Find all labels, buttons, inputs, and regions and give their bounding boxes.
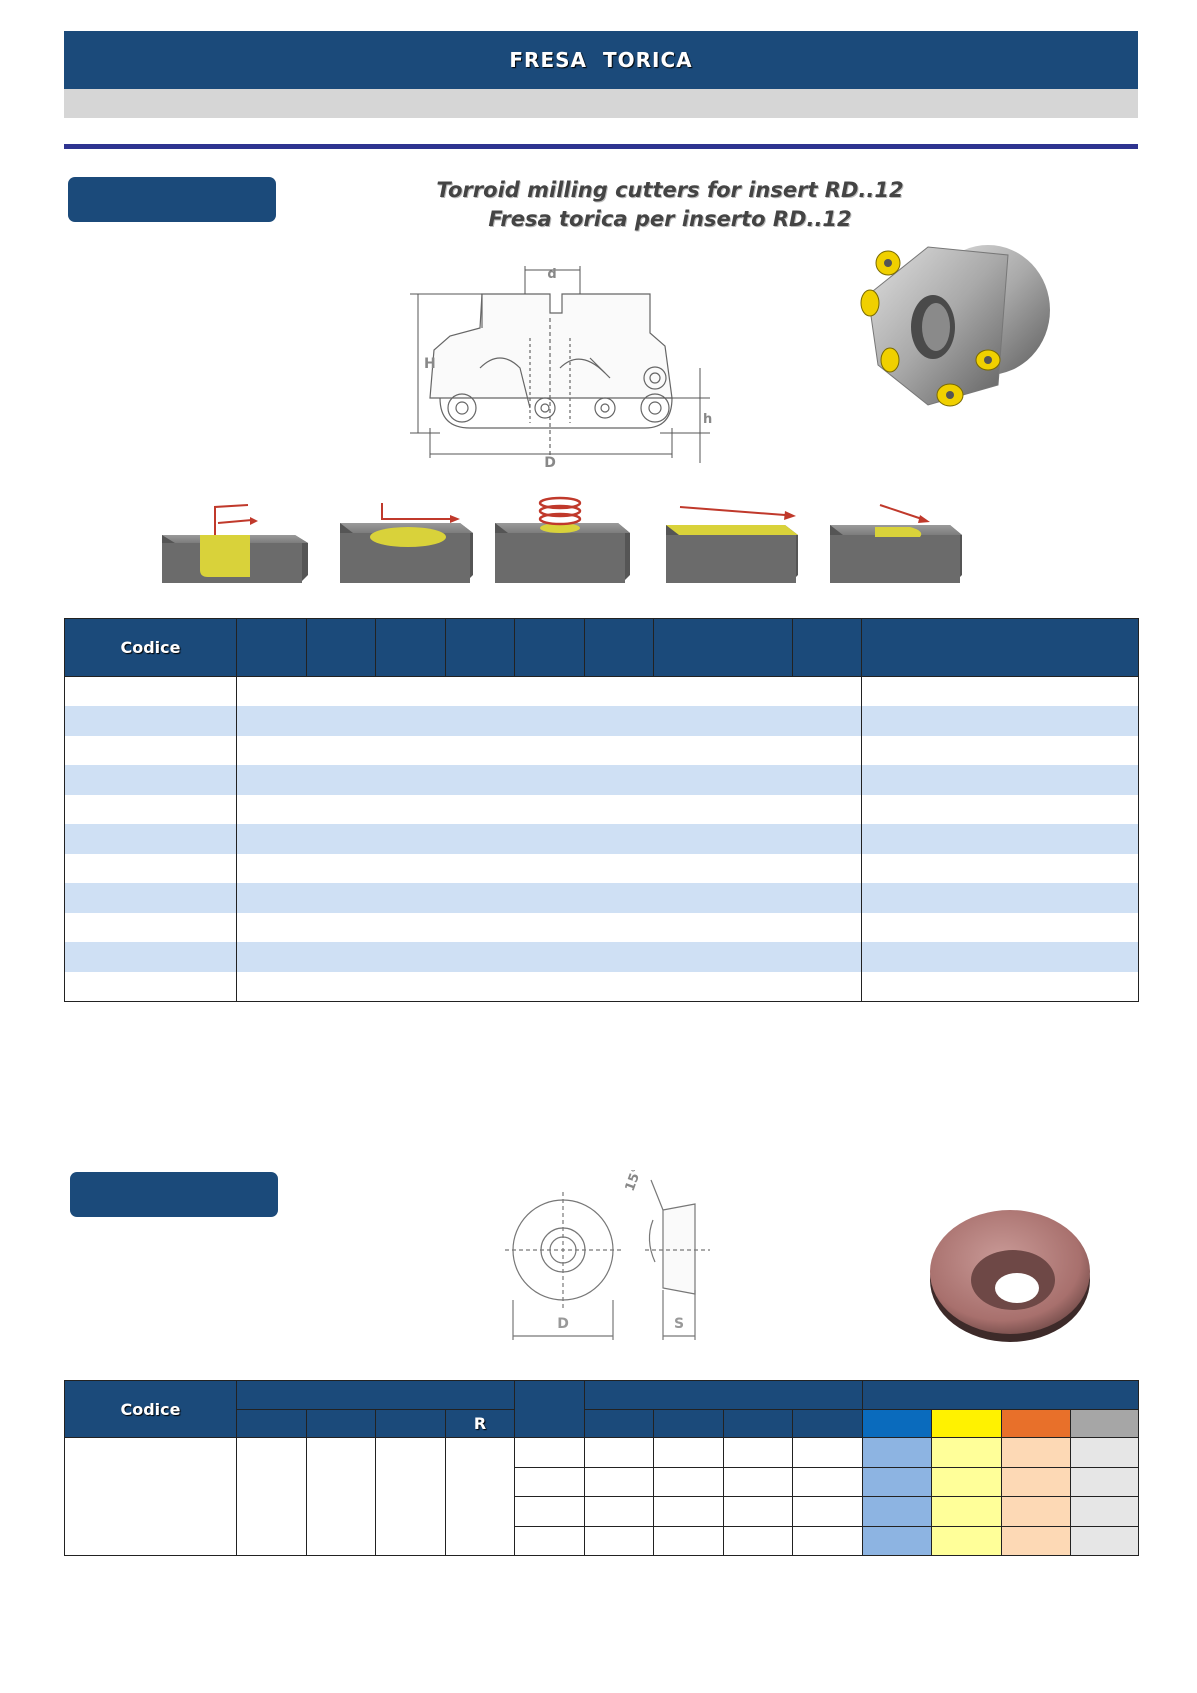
divider-rule (64, 144, 1138, 149)
cutter-technical-drawing: d H h D (410, 266, 712, 468)
header-r: R (445, 1409, 515, 1438)
insert-table: Codice R (64, 1380, 1139, 1556)
table-row (64, 824, 1139, 854)
section-tab-insert (70, 1172, 278, 1217)
insert-dim-S-label: S (674, 1316, 684, 1332)
table-row (65, 1525, 1139, 1556)
cutter-subtitle: Torroid milling cutters for insert RD..1… (400, 176, 940, 234)
section-tab-cutter (68, 177, 276, 222)
grade-yellow-swatch (931, 1409, 1002, 1438)
table-row (65, 1466, 1139, 1497)
table-row (64, 735, 1139, 765)
op-helical-icon (495, 496, 630, 583)
angle-label: 15° (623, 1170, 646, 1193)
table-row (64, 883, 1139, 913)
grade-orange-swatch (1001, 1409, 1071, 1438)
table-row (64, 971, 1139, 1002)
insert-dim-D-label: D (557, 1316, 569, 1332)
insert-photo (930, 1210, 1090, 1342)
table-row (64, 706, 1139, 736)
table-row (65, 1496, 1139, 1527)
dim-d-label: d (547, 267, 556, 282)
op-pocket-icon (340, 503, 473, 583)
table-row (64, 765, 1139, 795)
table-row (64, 1437, 1139, 1556)
table-row (64, 942, 1139, 972)
table-row (64, 794, 1139, 824)
machining-operations-icons (162, 496, 962, 583)
subtitle-en: Torroid milling cutters for insert RD..1… (436, 178, 904, 202)
cutter-table: Codice (64, 618, 1139, 1002)
op-ramping-icon (830, 504, 962, 583)
op-slotting-icon (162, 504, 308, 583)
page-title: FRESA TORICA (64, 31, 1138, 89)
grade-grey-swatch (1070, 1409, 1139, 1438)
header-codice: Codice (64, 618, 237, 677)
op-facing-icon (666, 506, 798, 583)
subtitle-it: Fresa torica per inserto RD..12 (488, 207, 852, 231)
grade-blue-swatch (862, 1409, 932, 1438)
table-row (64, 676, 1139, 706)
table-row (64, 853, 1139, 883)
cutter-photo (860, 245, 1050, 407)
insert-technical-drawing: 15° D S (505, 1170, 710, 1340)
header-strip (64, 89, 1138, 118)
dim-D-label: D (544, 455, 556, 468)
dim-H-label: H (424, 356, 436, 372)
table-row (64, 912, 1139, 942)
header-codice: Codice (64, 1380, 237, 1438)
dim-h-label: h (703, 412, 712, 427)
